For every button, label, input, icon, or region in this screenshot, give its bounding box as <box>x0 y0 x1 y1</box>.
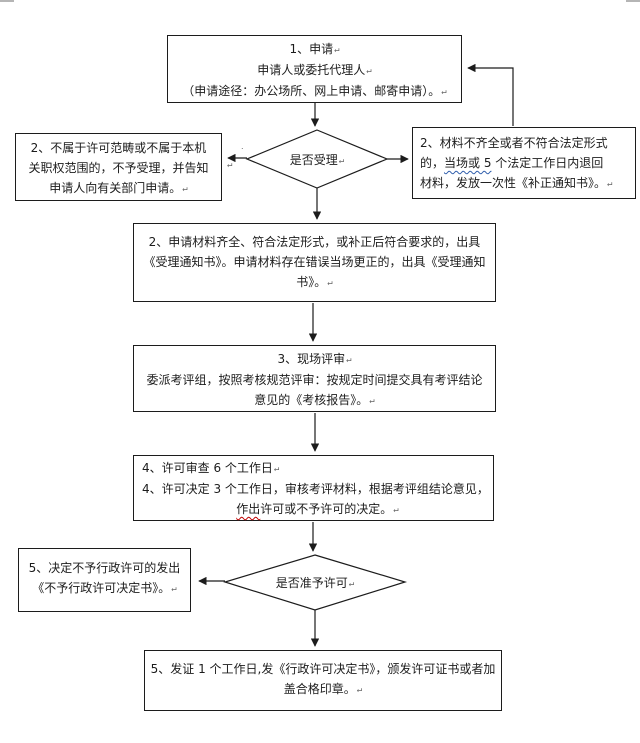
box-supplement-line3: 材料，发放一次性《补正通知书》。↵ <box>420 176 613 190</box>
page-corner-mark-right <box>626 0 640 2</box>
box-decide-line2: 4、许可决定 3 个工作日，审核考评材料，根据考评组结论意见， <box>142 482 489 496</box>
paragraph-mark: ↵ <box>348 579 355 589</box>
arrow-supplement-back-to-apply <box>467 63 514 126</box>
box-reject-notice: 2、不属于许可范畴或不属于本机 关职权范围的，不予受理，并告知 申请人向有关部门… <box>15 133 222 201</box>
box-onsite-review: 3、现场评审↵ 委派考评组，按照考核规范评审：按规定时间提交具有考评结论 意见的… <box>133 345 496 412</box>
box-accept-line3: 书》。↵ <box>296 275 333 289</box>
box-deny-line2: 《不予行政许可决定书》。↵ <box>32 581 177 595</box>
paragraph-mark: ↵ <box>171 584 177 594</box>
box-apply: 1、申请↵ 申请人或委托代理人↵ （申请途径：办公场所、网上申请、邮寄申请）。↵ <box>167 35 462 103</box>
box-review-line2: 委派考评组，按照考核规范评审：按规定时间提交具有考评结论 <box>146 373 483 387</box>
paragraph-mark: ↵ <box>441 87 447 97</box>
stray-paragraph-mark: ↵ <box>227 160 233 170</box>
paragraph-mark: ↵ <box>273 464 280 474</box>
box-supplement-line1: 2、材料不齐全或者不符合法定形式 <box>420 136 608 150</box>
box-apply-line3: （申请途径：办公场所、网上申请、邮寄申请）。↵ <box>182 84 447 98</box>
spelling-squiggle-text: 作出 <box>236 502 261 516</box>
box-accept-notice: 2、申请材料齐全、符合法定形式，或补正后符合要求的，出具 《受理通知书》。申请材… <box>133 223 496 302</box>
box-accept-line1: 2、申请材料齐全、符合法定形式，或补正后符合要求的，出具 <box>148 235 481 249</box>
box-deny-line1: 5、决定不予行政许可的发出 <box>28 561 181 575</box>
page-corner-mark-left <box>0 0 14 2</box>
grammar-squiggle-text: 当场或 5 <box>444 156 492 170</box>
box-issue-line2: 盖合格印章。↵ <box>283 682 363 696</box>
box-decide-line3: 作出许可或不予许可的决定。↵ <box>236 502 399 516</box>
paragraph-mark: ↵ <box>369 396 375 406</box>
decision-grant-label: 是否准予许可↵ <box>275 576 355 590</box>
box-issue-certificate: 5、发证 1 个工作日,发《行政许可决定书》，颁发许可证书或者加 盖合格印章。↵ <box>144 650 502 711</box>
paragraph-mark: ↵ <box>356 685 363 695</box>
paragraph-mark: ↵ <box>607 179 613 189</box>
box-apply-line1: 1、申请↵ <box>289 42 340 56</box>
box-apply-line2: 申请人或委托代理人↵ <box>257 63 372 77</box>
box-review-line3: 意见的《考核报告》。↵ <box>254 393 375 407</box>
decision-diamond-grant <box>222 554 408 611</box>
box-supplement-notice: 2、材料不齐全或者不符合法定形式 的，当场或 5 个法定工作日内退回 材料，发放… <box>412 127 636 199</box>
paragraph-mark: ↵ <box>338 156 345 166</box>
paragraph-mark: ↵ <box>334 45 340 55</box>
decision-accept-label: 是否受理↵ <box>289 153 345 167</box>
box-reject-line3: 申请人向有关部门申请。↵ <box>49 181 188 195</box>
paragraph-mark: ↵ <box>182 184 188 194</box>
box-accept-line2: 《受理通知书》。申请材料存在错误当场更正的，出具《受理通知 <box>143 255 486 269</box>
paragraph-mark: ↵ <box>327 278 333 288</box>
box-reject-line2: 关职权范围的，不予受理，并告知 <box>28 161 209 175</box>
box-reject-line1: 2、不属于许可范畴或不属于本机 <box>30 141 207 155</box>
box-review-line1: 3、现场评审↵ <box>277 352 352 366</box>
paragraph-mark: ↵ <box>366 66 372 76</box>
box-issue-line1: 5、发证 1 个工作日,发《行政许可决定书》，颁发许可证书或者加 <box>150 662 496 676</box>
box-supplement-line2: 的，当场或 5 个法定工作日内退回 <box>420 156 604 170</box>
box-decide-line1: 4、许可审查 6 个工作日↵ <box>142 461 280 475</box>
box-deny-decision: 5、决定不予行政许可的发出 《不予行政许可决定书》。↵ <box>18 548 191 612</box>
paragraph-mark: ↵ <box>393 505 399 515</box>
stray-dot-mark: . <box>241 142 244 151</box>
decision-diamond-accept <box>245 129 389 189</box>
paragraph-mark: ↵ <box>346 355 352 365</box>
box-license-decision: 4、许可审查 6 个工作日↵ 4、许可决定 3 个工作日，审核考评材料，根据考评… <box>133 455 494 521</box>
